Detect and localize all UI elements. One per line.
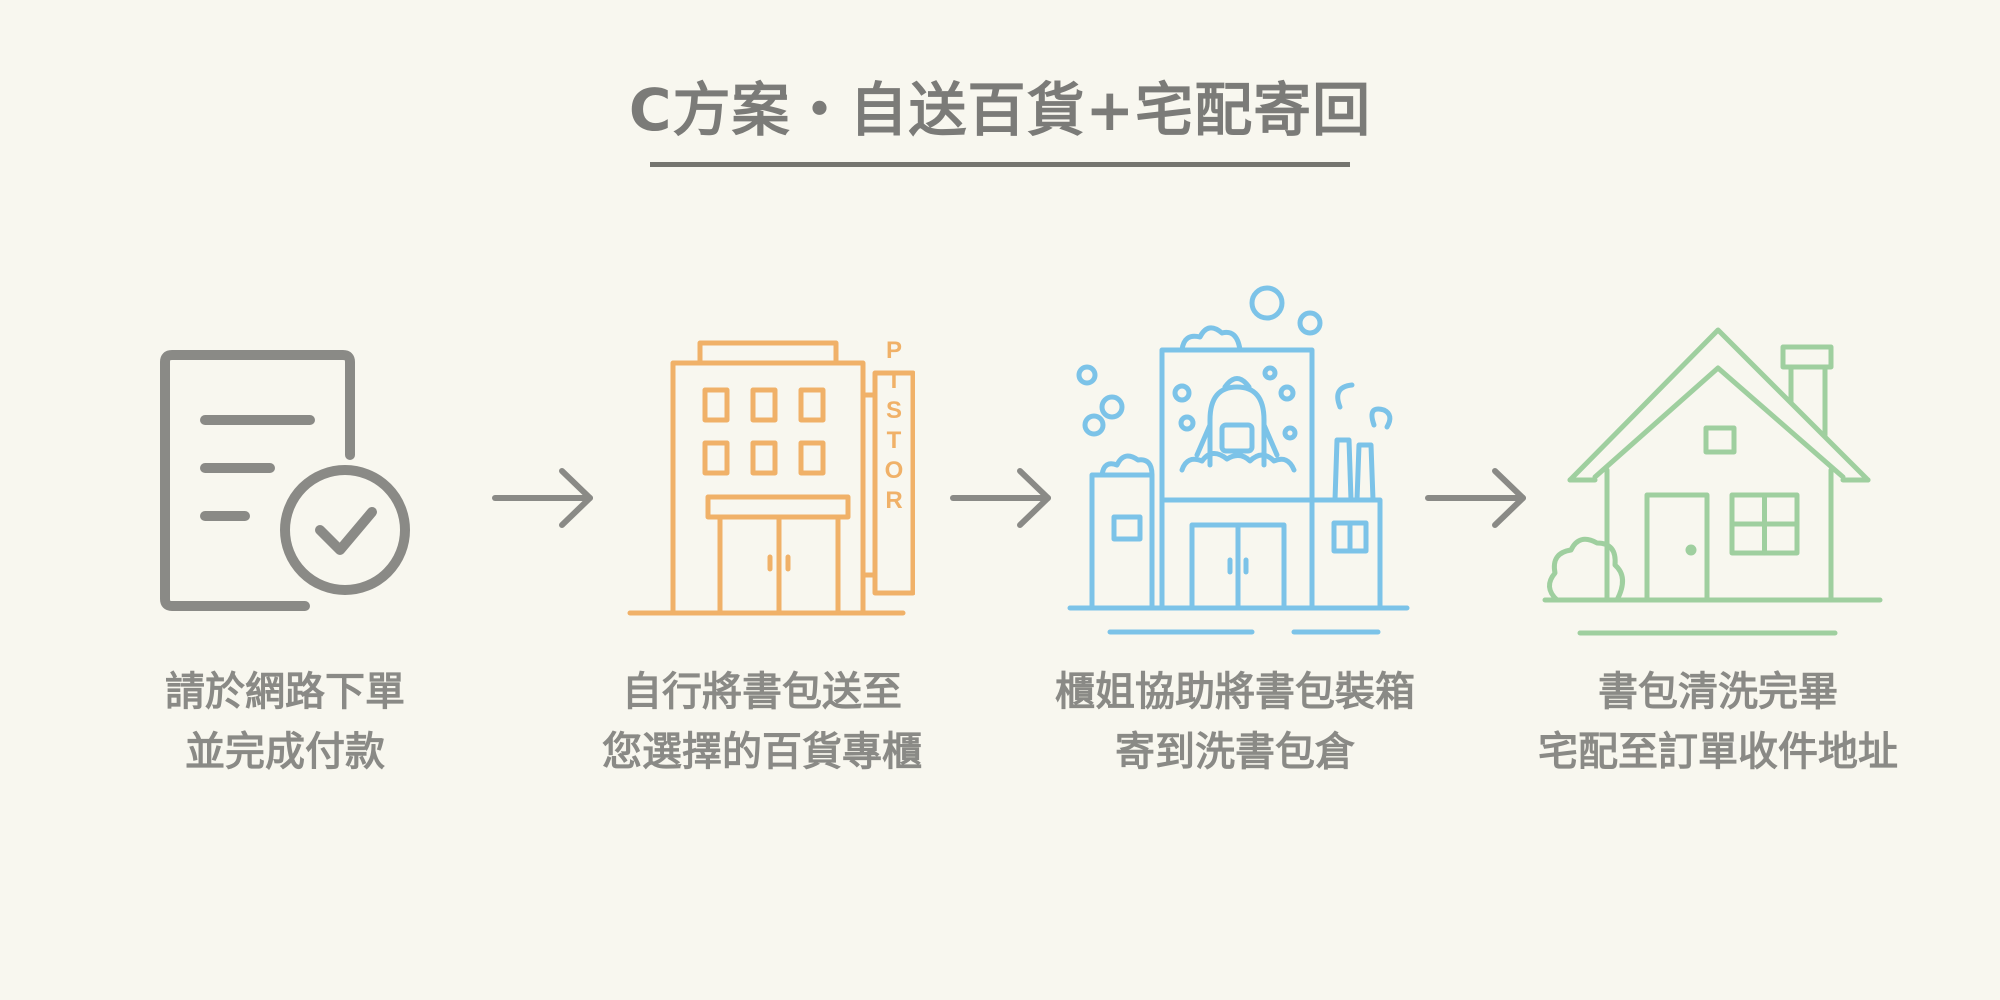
title-block: C方案・自送百貨+宅配寄回 [0,70,2000,167]
document-check-icon [160,350,410,611]
step-1-line-2: 並完成付款 [185,729,385,775]
step-2-caption: 自行將書包送至 您選擇的百貨專櫃 [532,662,992,782]
title-underline [650,162,1350,167]
arrow-right-icon [1425,468,1526,528]
step-3-line-1: 櫃姐協助將書包裝箱 [1055,669,1415,715]
step-4-line-1: 書包清洗完畢 [1598,669,1838,715]
arrow-right-icon [492,468,593,528]
step-1-line-1: 請於網路下單 [165,669,405,715]
store-sign-text: DEPTSTOR [881,335,908,517]
step-3-caption: 櫃姐協助將書包裝箱 寄到洗書包倉 [1005,662,1465,782]
page-title: C方案・自送百貨+宅配寄回 [628,76,1372,144]
laundry-factory-icon [1067,285,1410,635]
step-2-line-2: 您選擇的百貨專櫃 [602,729,922,775]
step-4-line-2: 宅配至訂單收件地址 [1538,729,1898,775]
step-3-line-2: 寄到洗書包倉 [1115,729,1355,775]
arrow-right-icon [950,468,1051,528]
step-2-line-1: 自行將書包送至 [622,669,902,715]
house-icon [1542,327,1883,636]
department-store-icon: DEPTSTOR [627,335,915,616]
step-1-caption: 請於網路下單 並完成付款 [55,662,515,782]
step-4-caption: 書包清洗完畢 宅配至訂單收件地址 [1488,662,1948,782]
